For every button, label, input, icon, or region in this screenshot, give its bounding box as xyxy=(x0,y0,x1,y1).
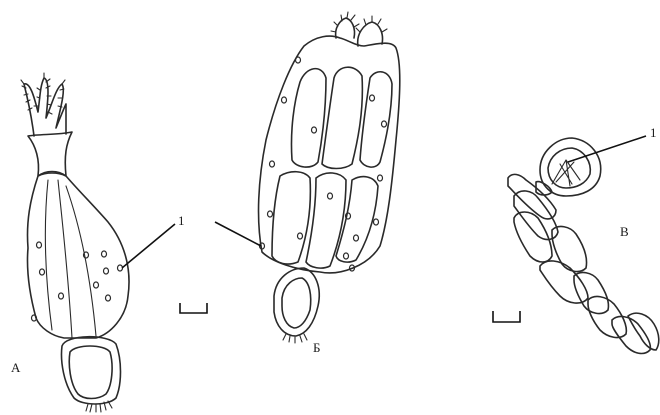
panel-c-scale-bar xyxy=(493,311,520,322)
panel-a-callout-label: 1 xyxy=(178,213,185,228)
panel-b-letter: Б xyxy=(313,340,320,355)
panel-a-scale-bar xyxy=(180,303,207,313)
panel-a-letter: А xyxy=(11,360,21,375)
panel-a-leader-line xyxy=(122,224,175,268)
panel-c-drawing xyxy=(508,138,659,353)
panel-c-cell-chain xyxy=(508,174,659,353)
panel-c-callout-label: 1 xyxy=(650,125,657,140)
panel-a-ovary xyxy=(62,337,121,412)
panel-a-neck xyxy=(28,132,72,176)
panel-c-letter: В xyxy=(620,224,629,239)
panel-b-stigma xyxy=(331,12,387,46)
panel-a-body xyxy=(27,173,129,338)
panel-a-stigma xyxy=(21,73,66,136)
panel-b-leader-line xyxy=(215,222,261,246)
panel-a-drawing xyxy=(21,73,129,412)
panel-b-drawing xyxy=(259,12,400,343)
panel-c-head xyxy=(536,138,601,196)
panel-b-ovary xyxy=(274,268,319,343)
